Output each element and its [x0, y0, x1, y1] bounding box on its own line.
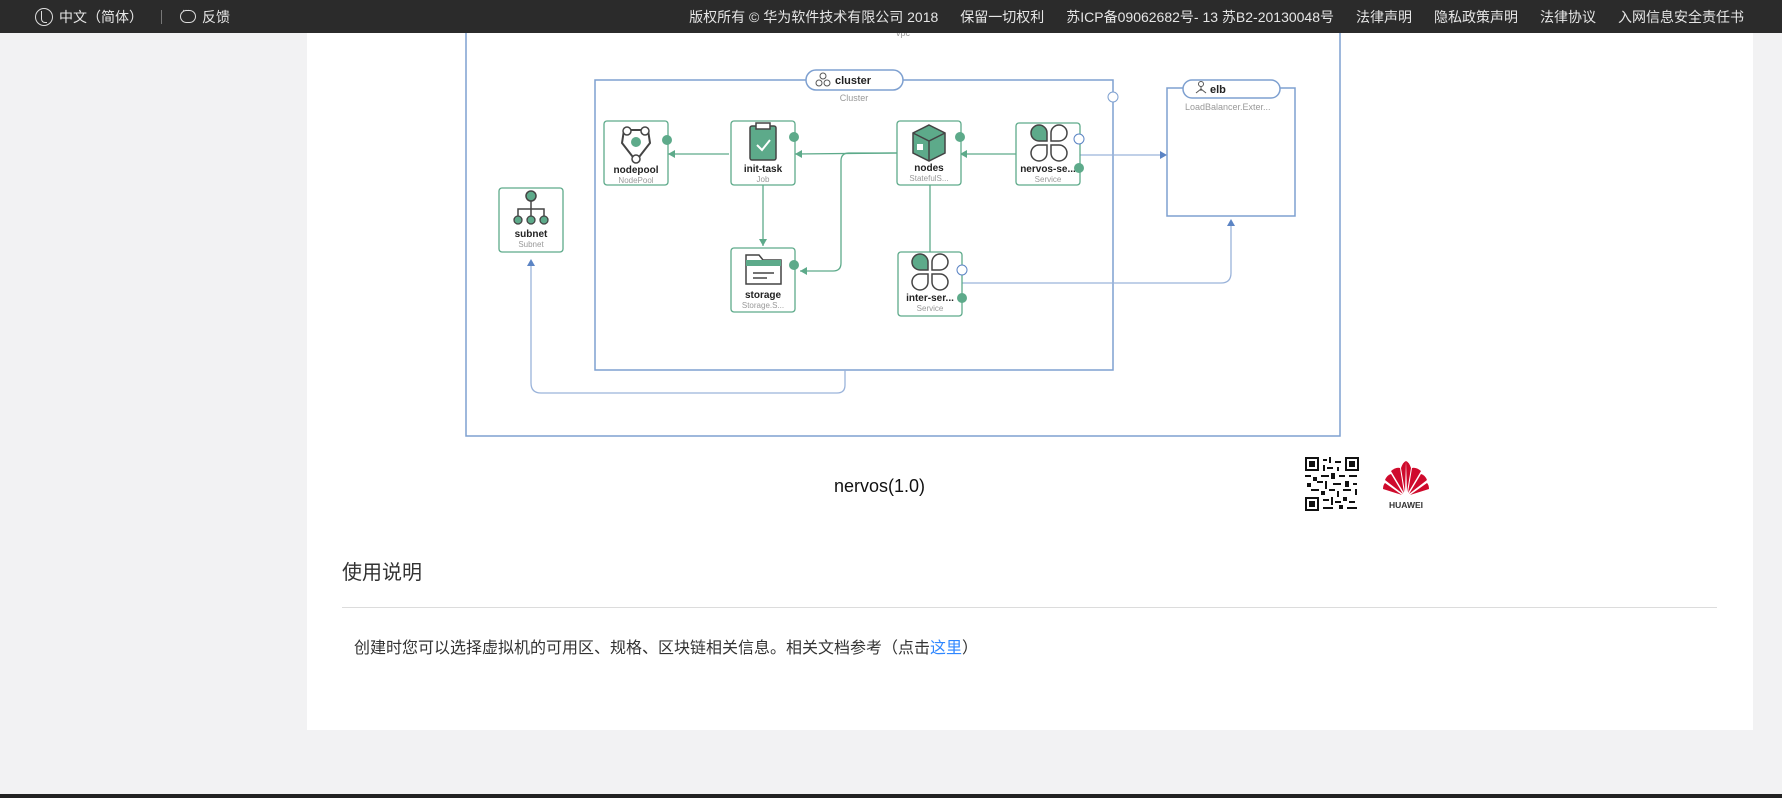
- service-clover-icon: [911, 253, 949, 291]
- inter-service-type: Service: [917, 304, 944, 313]
- usage-description: 创建时您可以选择虚拟机的可用区、规格、区块链相关信息。相关文档参考（点击这里）: [354, 634, 978, 658]
- network-tree-icon: [513, 190, 549, 225]
- edges-blue: [530, 154, 1232, 394]
- vpc-box: [465, 33, 1341, 437]
- template-caption: nervos(1.0): [834, 476, 926, 496]
- huawei-logo-icon: HUAWEI: [1383, 461, 1429, 510]
- inter-service-name: inter-ser...: [906, 293, 954, 304]
- legal-notice-link[interactable]: 法律声明: [1356, 8, 1412, 25]
- legal-agreement-link[interactable]: 法律协议: [1540, 8, 1596, 25]
- cube-icon: [912, 124, 946, 162]
- rights-reserved-text: 保留一切权利: [960, 8, 1045, 25]
- chat-bubble-icon: [180, 5, 196, 23]
- vpc-label: vpc: [896, 33, 911, 38]
- feedback-label: 反馈: [202, 8, 230, 25]
- nervos-service-port[interactable]: [1074, 163, 1084, 173]
- section-divider: [342, 607, 1717, 608]
- nodepool-type: NodePool: [618, 176, 653, 185]
- bottom-edge: [0, 794, 1782, 798]
- storage-type: Storage.S...: [742, 301, 784, 310]
- node-storage[interactable]: storage Storage.S...: [730, 247, 799, 313]
- nodepool-port[interactable]: [662, 135, 672, 145]
- node-nodepool[interactable]: nodepool NodePool: [603, 120, 672, 186]
- privacy-policy-link[interactable]: 隐私政策声明: [1434, 8, 1518, 25]
- edge-cluster-subnet: [530, 265, 846, 394]
- architecture-diagram: vpc cluster Cluster elb LoadBalancer.Ext…: [465, 33, 1341, 437]
- storage-name: storage: [745, 290, 782, 301]
- usage-text: 创建时您可以选择虚拟机的可用区、规格、区块链相关信息。相关文档参考（点击: [354, 640, 931, 657]
- storage-port[interactable]: [789, 260, 799, 270]
- top-bar: 中文（简体） 反馈 版权所有 © 华为软件技术有限公司 2018 保留一切权利 …: [0, 0, 1782, 33]
- nodes-port[interactable]: [955, 132, 965, 142]
- usage-suffix: ）: [962, 640, 979, 657]
- nervos-service-name: nervos-se...: [1020, 164, 1076, 175]
- icp-license-link[interactable]: 苏ICP备09062682号- 13 苏B2-20130048号: [1066, 8, 1334, 25]
- feedback-link[interactable]: 反馈: [180, 5, 230, 27]
- nodes-type: StatefulS...: [909, 174, 948, 183]
- init-task-name: init-task: [744, 164, 783, 175]
- edge-nodes-storage: [800, 152, 897, 272]
- inter-service-port-out[interactable]: [956, 264, 968, 276]
- nodepool-name: nodepool: [614, 165, 659, 176]
- service-clover-icon: [1030, 124, 1068, 162]
- nodes-name: nodes: [914, 163, 944, 174]
- nervos-service-type: Service: [1035, 175, 1062, 184]
- node-subnet[interactable]: subnet Subnet: [498, 187, 564, 253]
- init-task-type: Job: [757, 175, 770, 184]
- nodepool-icon: [620, 126, 652, 164]
- language-switch[interactable]: 中文（简体）: [35, 7, 143, 27]
- globe-icon: [35, 7, 53, 26]
- qr-code-icon: [1305, 457, 1359, 511]
- folder-icon: [745, 254, 782, 285]
- copyright-text: 版权所有 © 华为软件技术有限公司 2018: [689, 8, 939, 25]
- node-init-task[interactable]: init-task Job: [730, 120, 799, 186]
- nervos-service-port-out[interactable]: [1073, 133, 1085, 145]
- node-nodes[interactable]: nodes StatefulS...: [896, 120, 965, 186]
- cluster-icon: [815, 72, 831, 87]
- network-security-link[interactable]: 入网信息安全责任书: [1618, 8, 1744, 25]
- elb-header[interactable]: [1182, 79, 1281, 99]
- cluster-header[interactable]: [805, 69, 904, 91]
- subnet-name: subnet: [515, 229, 548, 240]
- node-nervos-service[interactable]: nervos-se... Service: [1015, 122, 1085, 186]
- cluster-port[interactable]: [1107, 91, 1119, 103]
- top-bar-left: 中文（简体） 反馈: [35, 0, 230, 33]
- load-balancer-icon: [1195, 81, 1207, 94]
- huawei-logo: HUAWEI: [1379, 458, 1433, 512]
- arrowheads-blue: [527, 151, 1235, 266]
- footer-links: 版权所有 © 华为软件技术有限公司 2018 保留一切权利 苏ICP备09062…: [689, 0, 1744, 33]
- edge-interservice-elb: [960, 225, 1232, 284]
- edges-green: [668, 152, 1020, 272]
- divider: [161, 9, 162, 24]
- inter-service-port[interactable]: [957, 293, 967, 303]
- cluster-type: Cluster: [840, 93, 869, 103]
- subnet-type: Subnet: [518, 240, 544, 249]
- language-label: 中文（简体）: [59, 8, 143, 25]
- elb-name: elb: [1210, 84, 1226, 96]
- usage-section-title: 使用说明: [342, 562, 422, 584]
- node-inter-service[interactable]: inter-ser... Service: [897, 251, 968, 317]
- clipboard-check-icon: [749, 122, 777, 161]
- docs-link[interactable]: 这里: [930, 640, 963, 657]
- architecture-diagram-svg: vpc cluster Cluster elb LoadBalancer.Ext…: [465, 33, 1341, 437]
- init-task-port[interactable]: [789, 132, 799, 142]
- cluster-name: cluster: [835, 75, 872, 87]
- elb-type: LoadBalancer.Exter...: [1185, 102, 1271, 112]
- huawei-wordmark: HUAWEI: [1389, 500, 1423, 510]
